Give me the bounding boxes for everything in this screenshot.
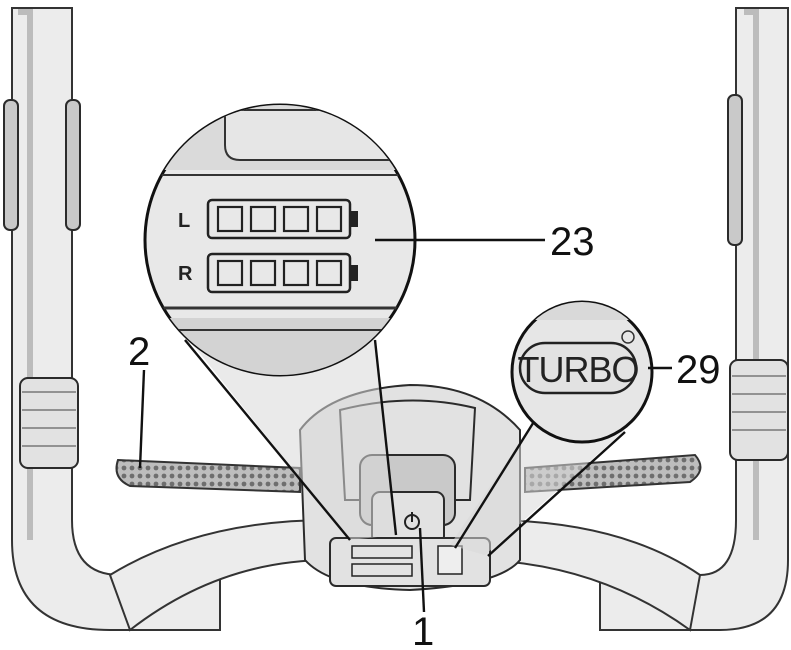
callout-29: 29: [676, 348, 721, 392]
turbo-button-magnified: TURBO: [512, 300, 652, 442]
callout-2: 2: [128, 330, 150, 374]
battery-left-letter: L: [178, 210, 190, 232]
battery-right-letter: R: [178, 263, 193, 285]
callout-23: 23: [550, 220, 595, 264]
turbo-label: TURBO: [518, 349, 639, 390]
left-side-grip: [117, 460, 301, 492]
leader-line-2: [140, 370, 144, 468]
callout-1: 1: [412, 610, 434, 650]
